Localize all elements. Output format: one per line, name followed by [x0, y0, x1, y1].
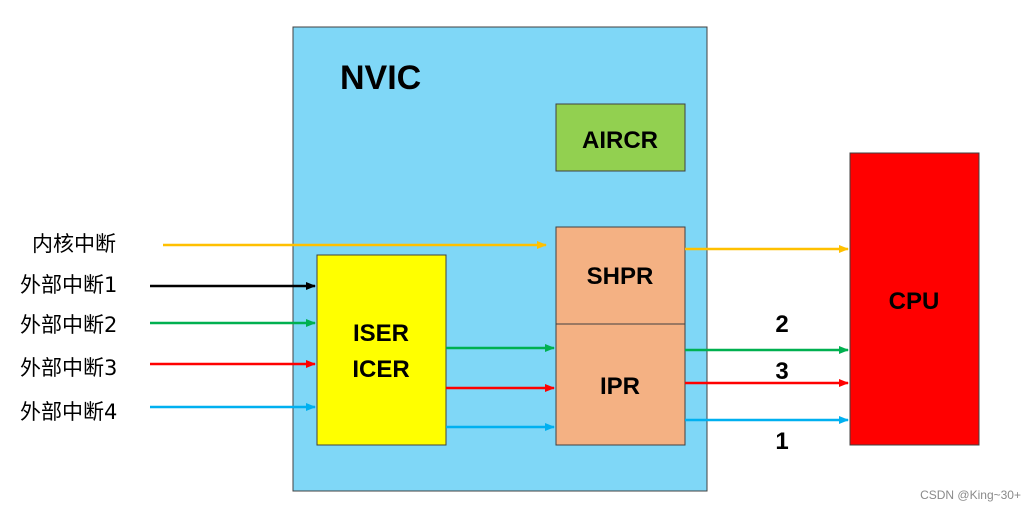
input-label-ext3: 外部中断3	[20, 356, 117, 380]
input-label-ext4: 外部中断4	[20, 400, 117, 424]
iser-label: ISER	[353, 320, 409, 347]
priority-label-2: 2	[775, 311, 788, 338]
nvic-label: NVIC	[340, 59, 421, 97]
shpr-box	[555, 226, 686, 325]
input-label-ext1: 外部中断1	[20, 273, 117, 297]
aircr-box	[555, 103, 686, 172]
shpr-label: SHPR	[587, 263, 654, 290]
iser-icer-box	[316, 254, 447, 446]
ipr-label: IPR	[600, 373, 640, 400]
icer-label: ICER	[352, 356, 409, 383]
watermark: CSDN @King~30+	[920, 488, 1021, 502]
cpu-box	[849, 152, 980, 446]
input-label-core: 内核中断	[32, 232, 116, 256]
priority-label-3: 3	[775, 358, 788, 385]
priority-label-1: 1	[775, 428, 788, 455]
input-label-ext2: 外部中断2	[20, 313, 117, 337]
cpu-label: CPU	[889, 288, 940, 315]
aircr-label: AIRCR	[582, 127, 658, 154]
ipr-box	[555, 323, 686, 446]
